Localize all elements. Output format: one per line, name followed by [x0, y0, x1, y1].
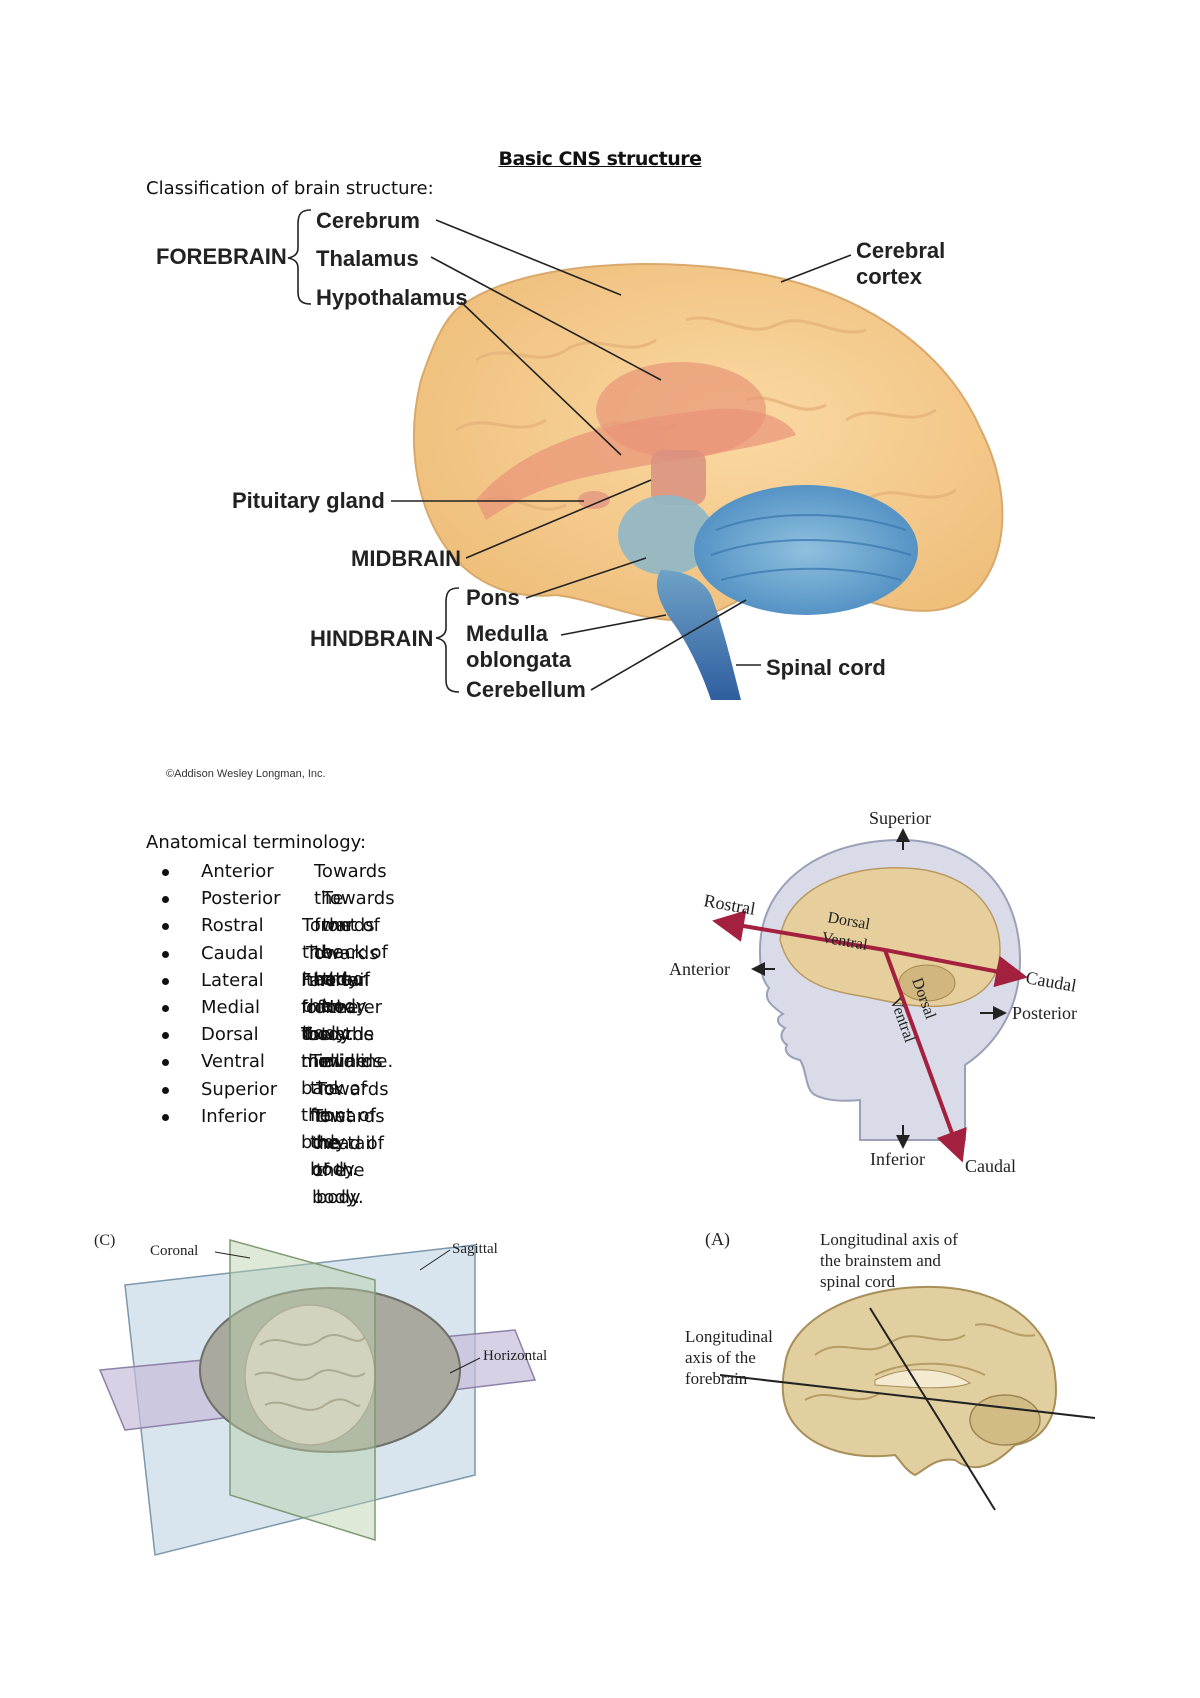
panel-c-label: (C)	[94, 1232, 115, 1249]
term-name: Dorsal	[201, 1024, 259, 1046]
bullet-icon	[162, 869, 169, 876]
pons-shape	[618, 495, 714, 575]
bullet-icon	[162, 1004, 169, 1012]
term-name: Inferior	[201, 1105, 266, 1127]
bullet-icon	[162, 1086, 169, 1094]
bullet-icon	[162, 950, 169, 958]
rostral-axis	[712, 910, 886, 952]
figure-copyright: ©Addison Wesley Longman, Inc.	[166, 768, 326, 780]
forebrain-axis-line	[719, 1374, 1096, 1419]
spinal-cord-label: Spinal cord	[766, 655, 886, 680]
term-definition: Towards the head of the body.	[316, 1078, 389, 1208]
brainstem-axis-label-2: the brainstem and	[820, 1251, 941, 1270]
hindbrain-label: HINDBRAIN	[310, 626, 433, 651]
forebrain-axis-label-1: Longitudinal	[685, 1327, 773, 1346]
term-definition: Nearer to the midline.	[321, 996, 394, 1072]
bullet-icon	[162, 896, 169, 904]
term-name: Superior	[201, 1078, 278, 1100]
cerebellum-label: Cerebellum	[466, 677, 586, 702]
brainstem-axis-label-1: Longitudinal axis of	[820, 1230, 958, 1249]
superior-label: Superior	[869, 808, 931, 828]
cerebellum-medial	[969, 1394, 1041, 1446]
caudal-bottom-label: Caudal	[965, 1156, 1016, 1176]
forebrain-axis-label-2: axis of the	[685, 1348, 756, 1367]
cerebrum-label: Cerebrum	[316, 208, 420, 233]
midbrain-shape	[651, 450, 706, 505]
bullet-icon	[162, 1059, 169, 1067]
horizontal-label: Horizontal	[483, 1348, 547, 1364]
term-definition: Towards the back of the body.	[322, 888, 395, 1018]
forebrain-brace	[287, 209, 312, 305]
hindbrain-brace	[435, 587, 460, 693]
corpus-band	[476, 408, 796, 520]
term-definition: Towards the back of the body.	[301, 1024, 374, 1154]
medulla-label-1: Medulla	[466, 621, 549, 646]
bullet-icon	[162, 1032, 169, 1040]
term-name: Lateral	[201, 969, 264, 991]
term-definition: Towards the tail of the body.	[306, 942, 379, 1045]
sagittal-label: Sagittal	[452, 1241, 498, 1257]
bullet-icon	[162, 923, 169, 931]
forebrain-label: FOREBRAIN	[156, 244, 287, 269]
rostral-label: Rostral	[702, 890, 757, 919]
thalamus-label: Thalamus	[316, 246, 419, 271]
coronal-plane	[229, 1239, 376, 1542]
medulla-label-2: oblongata	[466, 647, 572, 672]
pituitary-shape	[578, 491, 610, 509]
pons-label: Pons	[466, 585, 520, 610]
coronal-label: Coronal	[150, 1243, 198, 1259]
brain-structure-figure: FOREBRAIN Cerebrum Thalamus Hypothalamus…	[156, 208, 1004, 780]
caudal-top-label: Caudal	[1024, 967, 1078, 996]
bullet-icon	[162, 1113, 169, 1121]
longitudinal-axes-figure: (A) Longitudinal axis of the brainstem a…	[685, 1229, 1096, 1511]
midbrain-label: MIDBRAIN	[351, 546, 461, 571]
term-name: Anterior	[201, 861, 274, 882]
term-name: Ventral	[201, 1051, 265, 1073]
term-name: Rostral	[201, 915, 264, 937]
brain-planes-figure: (C) Coronal Sagittal Horizontal	[94, 1232, 547, 1556]
term-definition: Towards the front of the body.	[310, 1051, 383, 1181]
hypothalamus-label: Hypothalamus	[316, 285, 468, 310]
term-definition: Towards the head of the body.	[302, 915, 375, 1045]
anatomical-directions-figure: Superior Inferior Anterior Posterior Ros…	[669, 808, 1078, 1176]
bullet-icon	[162, 977, 169, 985]
term-name: Caudal	[201, 942, 264, 964]
page-title: Basic CNS structure	[498, 148, 702, 170]
term-name: Posterior	[201, 888, 281, 910]
cerebral-cortex-label-1: Cerebral	[856, 238, 945, 263]
term-definition: Farther from the midline.	[301, 969, 374, 1072]
caudal-axis	[884, 948, 1028, 988]
brainstem-shape	[656, 570, 741, 700]
brainstem-axis-line	[869, 1307, 996, 1511]
brainstem-axis-label-3: spinal cord	[820, 1272, 896, 1291]
forebrain-axis-label-3: forebrain	[685, 1369, 748, 1388]
posterior-label: Posterior	[1012, 1003, 1077, 1023]
panel-a-label: (A)	[705, 1229, 730, 1250]
corpus-callosum	[874, 1369, 972, 1389]
term-definition: Towards the tail of the body.	[312, 1105, 385, 1208]
inferior-label: Inferior	[870, 1149, 925, 1169]
terminology-heading: Anatomical terminology:	[146, 832, 367, 853]
term-name: Medial	[201, 996, 261, 1018]
spinal-axis	[883, 949, 967, 1163]
term-definition: Towards the front of the body.	[314, 861, 387, 990]
classification-heading: Classification of brain structure:	[146, 178, 434, 199]
pituitary-label: Pituitary gland	[232, 488, 385, 513]
cerebellum-shape	[694, 485, 918, 615]
anterior-label: Anterior	[669, 959, 730, 979]
cerebral-cortex-label-2: cortex	[856, 264, 923, 289]
